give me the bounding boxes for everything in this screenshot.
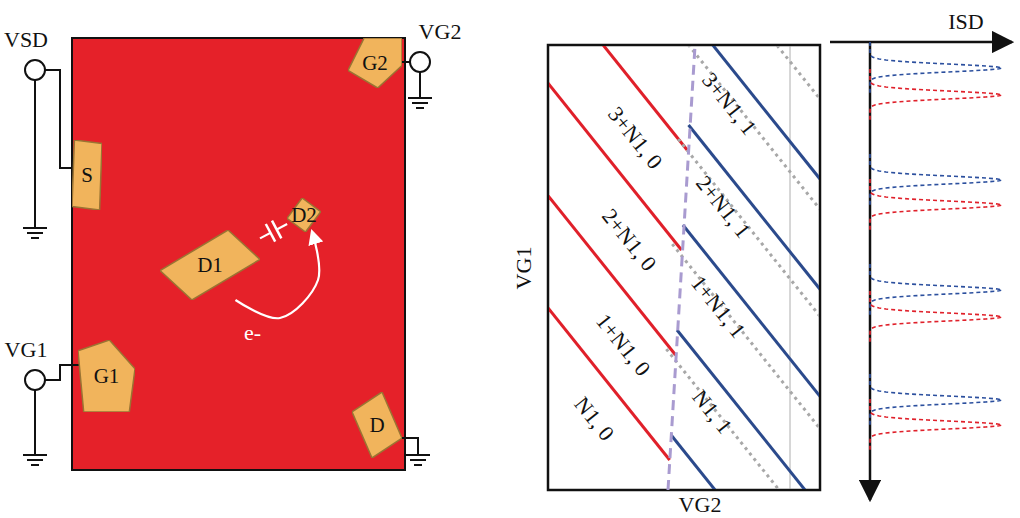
device-substrate bbox=[72, 38, 405, 470]
voltage-source bbox=[25, 60, 45, 80]
electrode-label: D2 bbox=[291, 205, 317, 226]
wire bbox=[401, 438, 418, 455]
wiring bbox=[25, 52, 430, 455]
electrode-label: D bbox=[369, 415, 384, 436]
electrode: G1 bbox=[78, 340, 135, 412]
wire bbox=[45, 70, 74, 168]
charge-state-label: N1, 0 bbox=[570, 393, 618, 445]
wire bbox=[34, 80, 36, 228]
charge-state-label: 3+N1, 1 bbox=[698, 69, 760, 139]
ground-stroke bbox=[23, 454, 47, 456]
electrode-label: G1 bbox=[94, 366, 120, 387]
guide-line bbox=[790, 46, 791, 489]
capacitor-gap bbox=[266, 221, 282, 241]
dotted-transition-line bbox=[684, 46, 819, 437]
electrode-label: G2 bbox=[362, 53, 388, 74]
voltage-label: VG1 bbox=[5, 339, 48, 361]
electrode: G2 bbox=[348, 38, 402, 88]
capacitor-plate bbox=[272, 221, 281, 239]
electrode: D2 bbox=[287, 198, 321, 232]
current-axis bbox=[830, 41, 1012, 44]
ground-stroke bbox=[410, 459, 426, 461]
tunnelling-arrow bbox=[235, 232, 319, 318]
current-peak bbox=[870, 69, 1002, 121]
current-peak bbox=[870, 154, 1002, 206]
voltage-label: VG2 bbox=[419, 21, 462, 43]
charge-transition-line bbox=[549, 288, 670, 460]
electrode-label: D1 bbox=[197, 255, 223, 276]
charge-state-label: 2+N1, 1 bbox=[692, 172, 754, 242]
electrode-pad bbox=[78, 340, 135, 412]
charge-state-label: 3+N1, 0 bbox=[604, 103, 666, 173]
capacitor-symbol bbox=[265, 220, 281, 241]
wire bbox=[45, 365, 80, 380]
voltage-source bbox=[410, 52, 430, 72]
electrode: D1 bbox=[160, 230, 260, 300]
current-peak bbox=[870, 399, 1002, 451]
electrode-pad bbox=[352, 392, 402, 458]
ground-stroke bbox=[31, 464, 39, 466]
charge-transition-line bbox=[677, 330, 819, 489]
electrode-pad bbox=[72, 140, 102, 210]
electrode-pad bbox=[160, 230, 260, 300]
electrode-pad bbox=[348, 38, 402, 88]
dotted-transition-line bbox=[666, 349, 819, 489]
voltage-source bbox=[25, 370, 45, 390]
ground-stroke bbox=[408, 97, 432, 99]
current-peak bbox=[870, 264, 1002, 316]
electrode: D bbox=[352, 392, 402, 458]
transition-lines bbox=[549, 46, 819, 489]
current-peak bbox=[870, 374, 1002, 426]
dashed-cut-line bbox=[668, 46, 695, 490]
current-peaks bbox=[870, 42, 1002, 451]
current-peak bbox=[870, 291, 1002, 343]
charge-state-label: N1, 1 bbox=[688, 386, 736, 438]
axis-label: VG2 bbox=[679, 494, 722, 516]
ground-stroke bbox=[416, 107, 424, 109]
wire bbox=[34, 390, 36, 455]
ground-stroke bbox=[31, 237, 39, 239]
wire bbox=[419, 72, 421, 98]
ground-stroke bbox=[27, 232, 43, 234]
electrode-pad bbox=[287, 198, 321, 232]
axis-label: ISD bbox=[948, 11, 983, 33]
ground-stroke bbox=[414, 464, 422, 466]
ground-stroke bbox=[23, 227, 47, 229]
ground-symbols bbox=[23, 98, 432, 465]
voltage-label: VSD bbox=[4, 29, 48, 51]
electron-label: e- bbox=[244, 322, 261, 344]
current-peak bbox=[870, 179, 1002, 231]
dotted-transition-line bbox=[678, 139, 819, 489]
electrode: S bbox=[72, 140, 102, 210]
electrode-label: S bbox=[81, 165, 93, 186]
ground-stroke bbox=[406, 454, 430, 456]
axis-label: VG1 bbox=[513, 247, 535, 290]
charge-state-label: 2+N1, 0 bbox=[598, 205, 660, 275]
current-peak bbox=[870, 42, 1002, 94]
charge-state-label: 1+N1, 1 bbox=[687, 272, 749, 342]
ground-stroke bbox=[27, 459, 43, 461]
ground-stroke bbox=[412, 102, 428, 104]
charge-state-label: 1+N1, 0 bbox=[592, 310, 654, 380]
